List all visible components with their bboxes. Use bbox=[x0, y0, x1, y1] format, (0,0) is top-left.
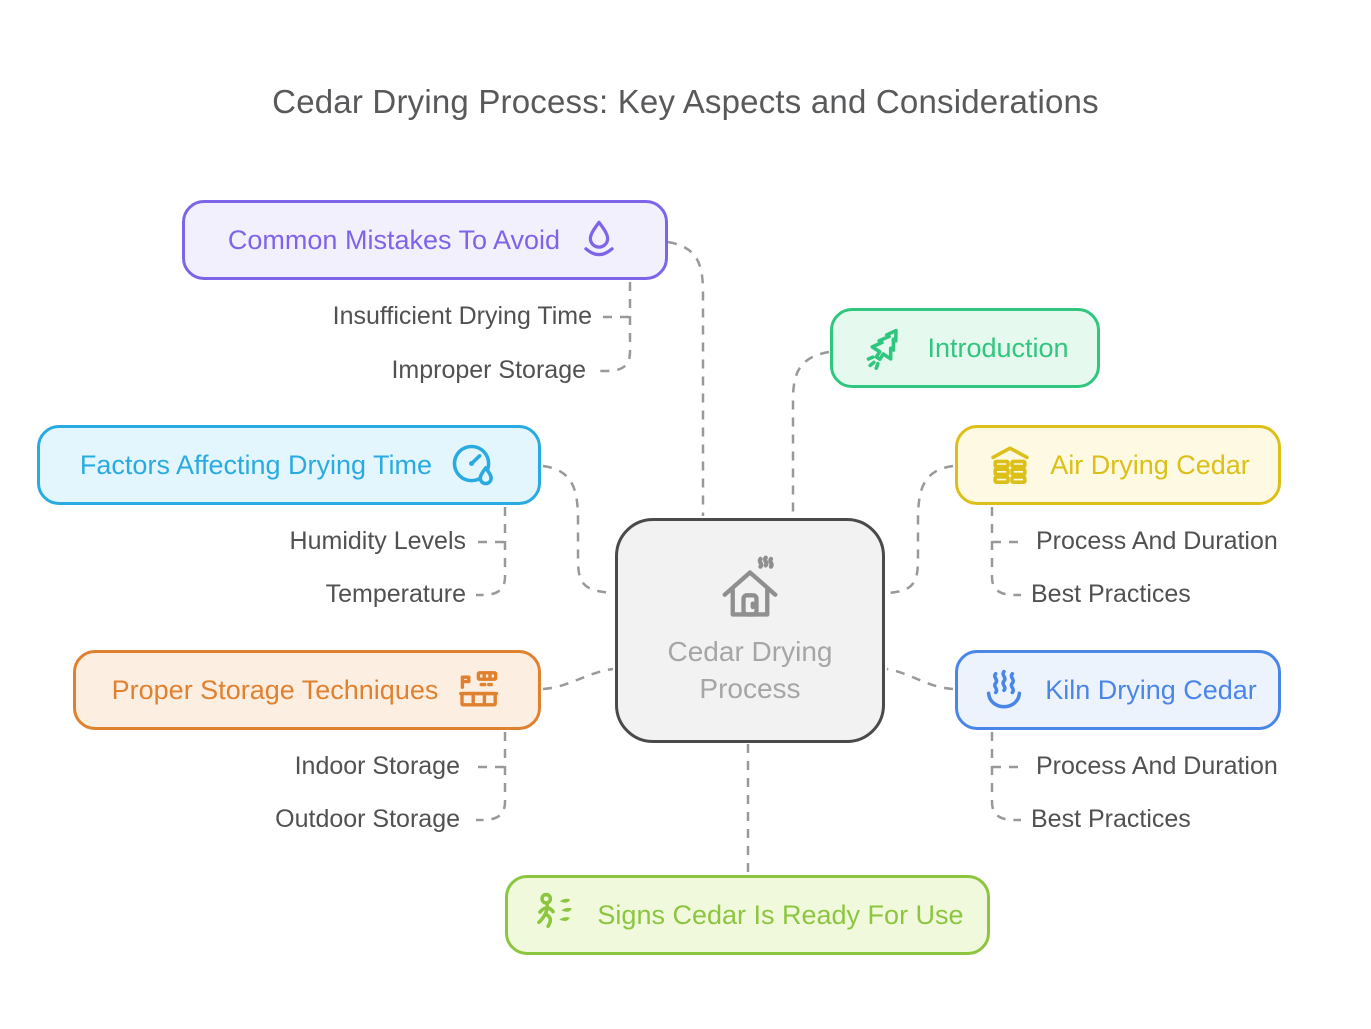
child-air-best-practices[interactable]: Best Practices bbox=[1031, 580, 1191, 608]
node-label: Introduction bbox=[927, 332, 1069, 363]
node-label: Common Mistakes To Avoid bbox=[227, 224, 561, 255]
child-insufficient-drying-time[interactable]: Insufficient Drying Time bbox=[332, 302, 592, 330]
child-improper-storage[interactable]: Improper Storage bbox=[391, 356, 586, 384]
connector-air-children bbox=[990, 507, 1021, 597]
running-leaves-icon bbox=[537, 892, 573, 929]
connector-kiln-drying bbox=[886, 667, 954, 691]
child-humidity-levels[interactable]: Humidity Levels bbox=[289, 527, 466, 555]
tree-launch-icon bbox=[867, 328, 899, 370]
child-temperature[interactable]: Temperature bbox=[325, 580, 466, 608]
child-air-process-and-duration[interactable]: Process And Duration bbox=[1036, 527, 1278, 555]
connector-common-mistakes-children bbox=[600, 282, 632, 373]
node-cedar-drying-process[interactable]: Cedar Drying Process bbox=[615, 518, 885, 743]
node-label: Factors Affecting Drying Time bbox=[79, 449, 433, 480]
connector-common-mistakes bbox=[667, 240, 705, 516]
node-kiln-drying-cedar[interactable]: Kiln Drying Cedar bbox=[955, 650, 1281, 730]
house-steam-icon bbox=[722, 555, 778, 617]
node-common-mistakes[interactable]: Common Mistakes To Avoid bbox=[182, 200, 668, 280]
connector-factors bbox=[542, 464, 614, 595]
hot-springs-icon bbox=[987, 669, 1022, 709]
node-label: Signs Cedar Is Ready For Use bbox=[597, 899, 964, 930]
node-label: Air Drying Cedar bbox=[1050, 449, 1250, 480]
connector-air-drying bbox=[887, 464, 954, 595]
connector-proper-storage bbox=[542, 667, 614, 691]
child-kiln-process-and-duration[interactable]: Process And Duration bbox=[1036, 752, 1278, 780]
connector-storage-children bbox=[476, 732, 507, 822]
node-signs-cedar-ready[interactable]: Signs Cedar Is Ready For Use bbox=[505, 875, 990, 955]
water-drop-icon bbox=[584, 220, 614, 257]
page-title: Cedar Drying Process: Key Aspects and Co… bbox=[272, 83, 1099, 120]
connector-introduction bbox=[791, 350, 830, 516]
node-air-drying-cedar[interactable]: Air Drying Cedar bbox=[955, 425, 1281, 505]
lumber-stack-icon bbox=[991, 446, 1030, 484]
node-label: Proper Storage Techniques bbox=[111, 674, 439, 705]
storage-shelves-icon bbox=[459, 671, 499, 707]
center-label-line1: Cedar Drying bbox=[667, 636, 833, 668]
connector-kiln-children bbox=[990, 732, 1021, 822]
node-factors-affecting-drying-time[interactable]: Factors Affecting Drying Time bbox=[37, 425, 541, 505]
humidity-gauge-icon bbox=[452, 444, 493, 486]
node-label: Kiln Drying Cedar bbox=[1045, 674, 1257, 705]
child-indoor-storage[interactable]: Indoor Storage bbox=[294, 752, 460, 780]
child-kiln-best-practices[interactable]: Best Practices bbox=[1031, 805, 1191, 833]
node-proper-storage-techniques[interactable]: Proper Storage Techniques bbox=[73, 650, 541, 730]
connector-factors-children bbox=[476, 507, 507, 597]
center-label-line2: Process bbox=[699, 672, 801, 704]
node-introduction[interactable]: Introduction bbox=[830, 308, 1100, 388]
child-outdoor-storage[interactable]: Outdoor Storage bbox=[275, 805, 460, 833]
